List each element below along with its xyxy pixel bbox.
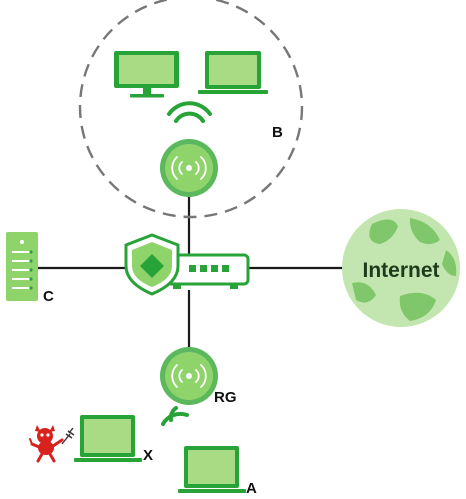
desktop-monitor-icon: [114, 51, 179, 98]
wifi-signal-icon: [167, 101, 212, 123]
laptop-icon: [178, 446, 246, 493]
security-gateway-icon: [124, 233, 250, 296]
wireless-access-point-icon: [160, 139, 218, 197]
server-storage-icon: [6, 232, 38, 301]
client-a-label: A: [246, 480, 257, 497]
storage-c-label: C: [43, 288, 54, 305]
globe-icon: Internet: [342, 209, 460, 327]
connection-lines: [38, 190, 345, 352]
internet-label: Internet: [362, 259, 439, 282]
laptop-icon: [198, 51, 268, 94]
red-devil-icon: [29, 425, 75, 463]
zone-b-boundary: [78, 0, 304, 219]
zone-b-label: B: [272, 124, 283, 141]
laptop-icon: [74, 415, 142, 462]
client-x-label: X: [143, 447, 153, 464]
wifi-signal-icon: [161, 406, 189, 426]
repeater-label: RG: [214, 389, 237, 406]
wireless-access-point-icon: [160, 347, 218, 405]
